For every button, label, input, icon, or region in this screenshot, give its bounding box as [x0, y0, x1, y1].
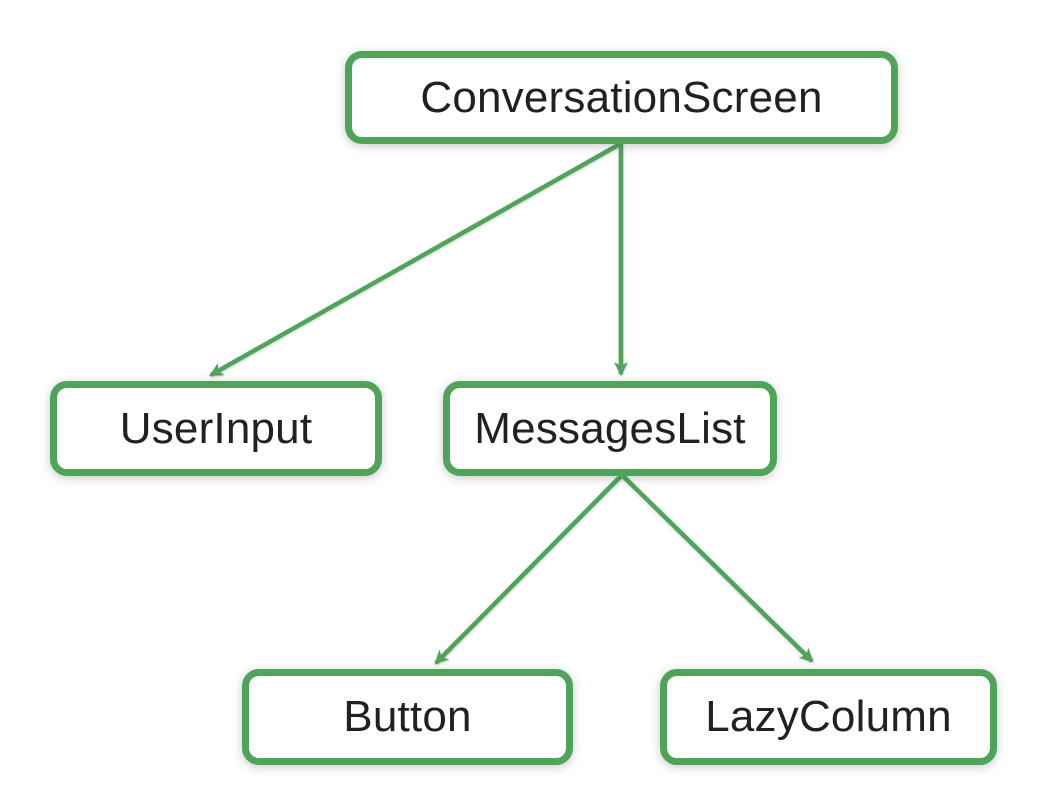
node-user-input-label: UserInput [119, 403, 313, 453]
node-lazy-column-label: LazyColumn [705, 692, 952, 741]
node-button: Button [242, 669, 573, 765]
edge-messageslist-lazycolumn [621, 474, 814, 663]
edge-conversationscreen-userinput [209, 142, 622, 377]
node-conversation-screen-label: ConversationScreen [420, 72, 823, 122]
node-lazy-column: LazyColumn [660, 669, 997, 765]
node-messages-list: MessagesList [443, 381, 777, 476]
node-conversation-screen: ConversationScreen [345, 51, 898, 144]
node-button-label: Button [343, 692, 472, 741]
node-user-input: UserInput [50, 381, 382, 476]
edge-messageslist-button [434, 474, 623, 665]
node-messages-list-label: MessagesList [474, 403, 746, 453]
